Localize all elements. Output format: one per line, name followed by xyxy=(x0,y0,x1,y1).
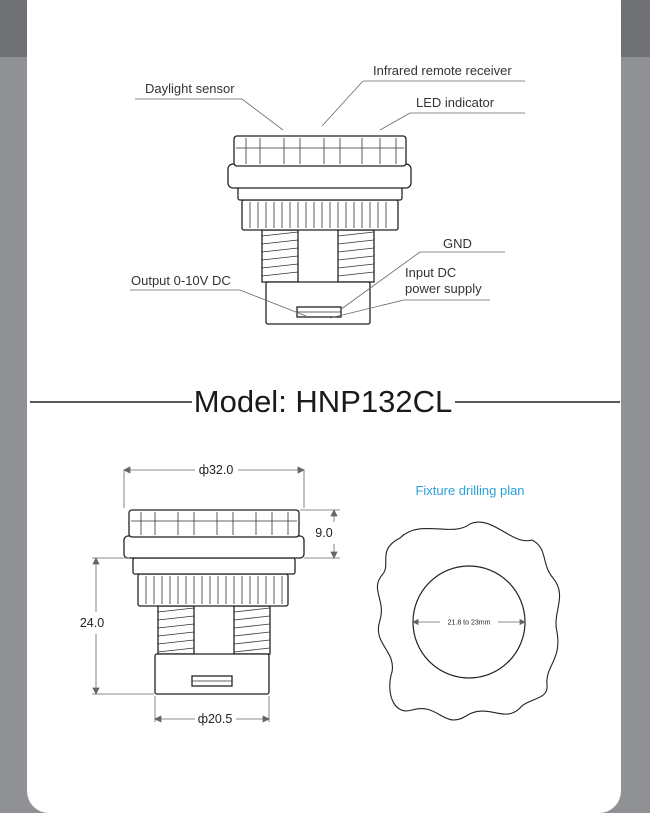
label-daylight-sensor: Daylight sensor xyxy=(145,81,235,96)
drill-hole-dimension xyxy=(412,618,526,626)
label-gnd: GND xyxy=(443,236,472,251)
label-infrared-receiver: Infrared remote receiver xyxy=(373,63,512,78)
dim-cap-height: 9.0 xyxy=(315,526,332,540)
dim-bottom-diameter: ф20.5 xyxy=(198,712,233,726)
model-title: Model: HNP132CL xyxy=(194,384,452,419)
sensor-drawing-top xyxy=(227,135,412,325)
drilling-plan-title: Fixture drilling plan xyxy=(415,483,524,498)
dimension-lines xyxy=(92,466,340,723)
dim-top-diameter: ф32.0 xyxy=(199,463,234,477)
dim-total-height: 24.0 xyxy=(80,616,104,630)
label-output: Output 0-10V DC xyxy=(131,273,231,288)
sensor-drawing-dimensions xyxy=(123,509,305,695)
label-input-dc-1: Input DC xyxy=(405,265,456,280)
drill-hole-range: 21.8 to 23mm xyxy=(448,620,491,627)
label-led-indicator: LED indicator xyxy=(416,95,495,110)
callout-leaders xyxy=(130,80,525,319)
label-input-dc-2: power supply xyxy=(405,281,482,296)
